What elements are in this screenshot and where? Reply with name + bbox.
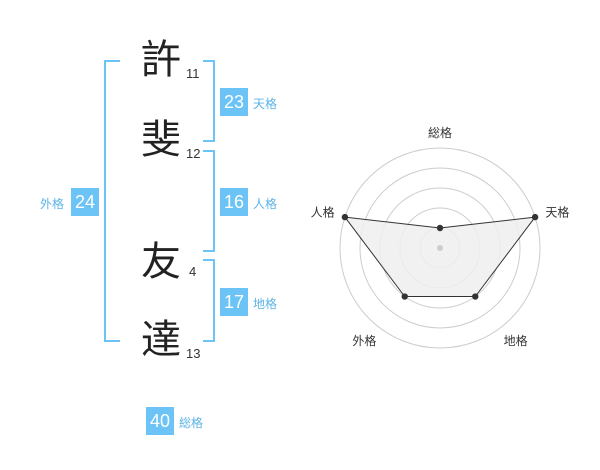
radar-point-4 [341, 213, 349, 221]
jinkaku-value: 16 [220, 188, 248, 216]
stroke-count-2: 12 [186, 146, 201, 161]
radar-point-1 [531, 213, 539, 221]
jinkaku-bracket [203, 150, 215, 252]
radar-area [343, 216, 537, 298]
soukaku-value: 40 [146, 407, 174, 435]
radar-axis-label-3: 外格 [352, 333, 376, 348]
radar-point-0 [436, 224, 444, 232]
chikaku-value: 17 [220, 288, 248, 316]
name-char-3: 友 [141, 239, 181, 285]
radar-center-dot [437, 245, 443, 251]
radar-ring-5 [339, 147, 541, 349]
chikaku-label: 地格 [253, 297, 278, 311]
chikaku-bracket [203, 259, 215, 342]
radar-axis-label-4: 人格 [311, 204, 335, 219]
gaikaku-label: 外格 [40, 197, 65, 211]
soukaku-label: 総格 [179, 416, 204, 430]
radar-axis-label-1: 天格 [545, 204, 569, 219]
radar-point-2 [472, 293, 479, 300]
gaikaku-value: 24 [71, 188, 99, 216]
name-char-2: 斐 [141, 117, 181, 163]
radar-axis-label-0: 総格 [428, 125, 452, 140]
radar-point-3 [401, 293, 408, 300]
gaikaku-bracket [104, 60, 120, 342]
radar-ring-4 [359, 167, 521, 329]
tenkaku-bracket [203, 60, 215, 142]
tenkaku-label: 天格 [253, 97, 278, 111]
radar-axis-label-2: 地格 [504, 333, 528, 348]
radar-center [437, 245, 443, 251]
tenkaku-value: 23 [220, 88, 248, 116]
jinkaku-label: 人格 [253, 197, 278, 211]
stroke-count-1: 11 [186, 66, 200, 81]
stroke-count-4: 13 [186, 346, 201, 361]
stroke-count-3: 4 [189, 264, 197, 279]
name-char-1: 許 [141, 37, 181, 83]
name-char-4: 達 [141, 317, 181, 363]
